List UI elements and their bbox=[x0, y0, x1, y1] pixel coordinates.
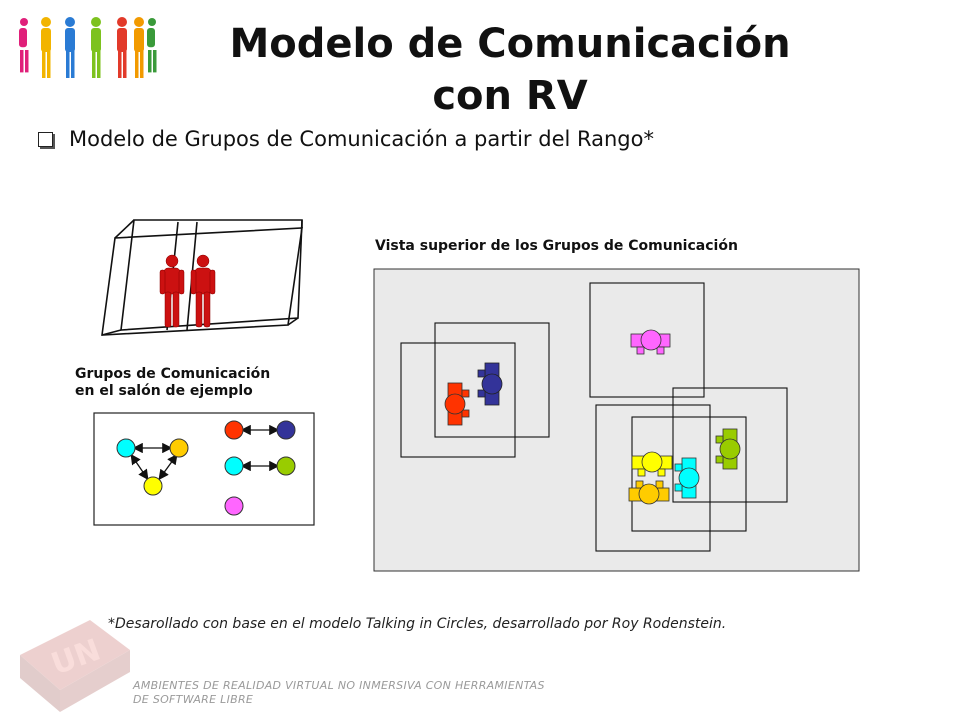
range-squares bbox=[400, 282, 788, 552]
node-magenta bbox=[224, 496, 244, 516]
avatar-red bbox=[444, 382, 470, 426]
group-arrows bbox=[130, 424, 280, 481]
title-line-1: Modelo de Comunicación bbox=[229, 21, 791, 67]
red-figure-right bbox=[190, 254, 216, 328]
node-red bbox=[224, 420, 244, 440]
checkbox-bullet-icon bbox=[38, 131, 53, 147]
node-yellow bbox=[143, 476, 163, 496]
groups-label-line-2: en el salón de ejemplo bbox=[75, 383, 253, 399]
groups-label-line-1: Grupos de Comunicación bbox=[75, 366, 271, 382]
node-cyan-2 bbox=[224, 456, 244, 476]
avatar-cyan bbox=[674, 457, 700, 499]
avatar-yellow bbox=[631, 451, 673, 477]
red-figure-left bbox=[159, 254, 185, 328]
footer-line-1: AMBIENTES DE REALIDAD VIRTUAL NO INMERSI… bbox=[133, 679, 545, 692]
node-lime bbox=[276, 456, 296, 476]
avatar-lime bbox=[715, 428, 741, 470]
bullet-text: Modelo de Grupos de Comunicación a parti… bbox=[69, 127, 654, 151]
footer-text: AMBIENTES DE REALIDAD VIRTUAL NO INMERSI… bbox=[133, 679, 545, 707]
groups-label: Grupos de Comunicación en el salón de ej… bbox=[75, 366, 270, 400]
top-view-label: Vista superior de los Grupos de Comunica… bbox=[375, 238, 738, 254]
group-nodes bbox=[116, 420, 296, 516]
avatar-orange bbox=[628, 480, 670, 505]
avatar-navy bbox=[477, 362, 503, 406]
node-cyan bbox=[116, 438, 136, 458]
top-view-panel bbox=[373, 268, 860, 572]
footnote: *Desarollado con base en el modelo Talki… bbox=[108, 616, 727, 632]
page-title: Modelo de Comunicación con RV bbox=[170, 18, 850, 122]
node-orange bbox=[169, 438, 189, 458]
title-line-2: con RV bbox=[432, 73, 588, 119]
footer-line-2: DE SOFTWARE LIBRE bbox=[133, 693, 254, 706]
un-logo: UN bbox=[20, 620, 130, 712]
node-navy bbox=[276, 420, 296, 440]
bullet-item: Modelo de Grupos de Comunicación a parti… bbox=[38, 122, 654, 156]
avatar-magenta bbox=[630, 329, 671, 355]
